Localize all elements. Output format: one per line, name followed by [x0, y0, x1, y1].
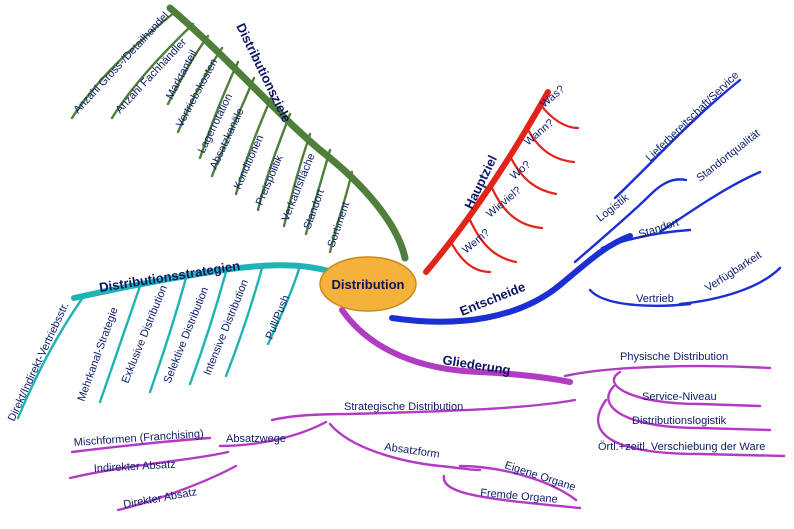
- center-node-ellipse: [319, 256, 417, 312]
- gliederung-strategische: Strategische Distribution: [344, 401, 463, 413]
- branch-distributionsziele: Distributionsziele Anzahl Gross-/Detailh…: [70, 4, 409, 262]
- hauptziel-twigs: [450, 102, 580, 274]
- strategie-exklusiv: Exklusive Distribution: [120, 284, 170, 385]
- gliederung-physische: Physische Distribution: [620, 351, 728, 363]
- gliederung-mischformen: Mischformen (Franchising): [73, 428, 204, 449]
- gliederung-trunk: [339, 307, 573, 385]
- branch-entscheide: Entscheide Logistik Lieferbereitschaft/S…: [389, 69, 782, 325]
- gliederung-indirekter: Indirekter Absatz: [94, 459, 176, 475]
- hauptziel-wo: Wo?: [508, 159, 533, 183]
- strategien-twigs: [16, 264, 302, 420]
- gliederung-fremde: Fremde Organe: [480, 487, 558, 506]
- branch-hauptziel: Hauptziel Was? Wann? Wo? Wieviel? Wem?: [423, 83, 580, 275]
- hauptziel-was: Was?: [538, 83, 567, 110]
- ziel-standort: Standort: [302, 188, 328, 231]
- gliederung-absatzwege: Absatzwege: [226, 433, 286, 445]
- strategie-direkt-indirekt: Direkt/Indirekt-Vertriebsstr.: [6, 301, 72, 424]
- gliederung-verschiebung: Örtl.+zeitl. Verschiebung der Ware: [598, 441, 765, 453]
- distributionsziele-trunk: [166, 4, 409, 262]
- strategie-pull-push: Pull/Push: [264, 294, 293, 342]
- entscheide-vertrieb: Vertrieb: [636, 293, 674, 305]
- gliederung-service-niveau: Service-Niveau: [642, 391, 717, 403]
- entscheide-logistik: Logistik: [594, 192, 631, 225]
- branch-distributionsstrategien: Distributionsstrategien Direkt/Indirekt-…: [6, 258, 335, 424]
- gliederung-direkter: Direkter Absatz: [122, 486, 198, 511]
- strategie-mehrkanal: Mehrkanal-Strategie: [76, 306, 121, 403]
- entscheide-twigs: [573, 78, 782, 307]
- gliederung-distributionslogistik: Distributionslogistik: [632, 415, 727, 427]
- center-node-label: Distribution: [332, 277, 405, 292]
- entscheide-standort: Standort: [637, 217, 680, 241]
- gliederung-eigene: Eigene Organe: [503, 459, 577, 493]
- hauptziel-trunk: [423, 89, 551, 275]
- entscheide-trunk: [389, 233, 633, 325]
- center-node: Distribution: [319, 256, 417, 312]
- entscheide-verfuegbarkeit: Verfügbarkeit: [703, 249, 764, 294]
- entscheide-title: Entscheide: [458, 279, 528, 319]
- ziel-preispolitik: Preispolitik: [254, 153, 286, 207]
- distributionsziele-twigs: [70, 10, 354, 254]
- ziel-sortiment: Sortiment: [325, 201, 352, 249]
- gliederung-twigs: [68, 364, 786, 512]
- strategien-title: Distributionsstrategien: [98, 258, 241, 295]
